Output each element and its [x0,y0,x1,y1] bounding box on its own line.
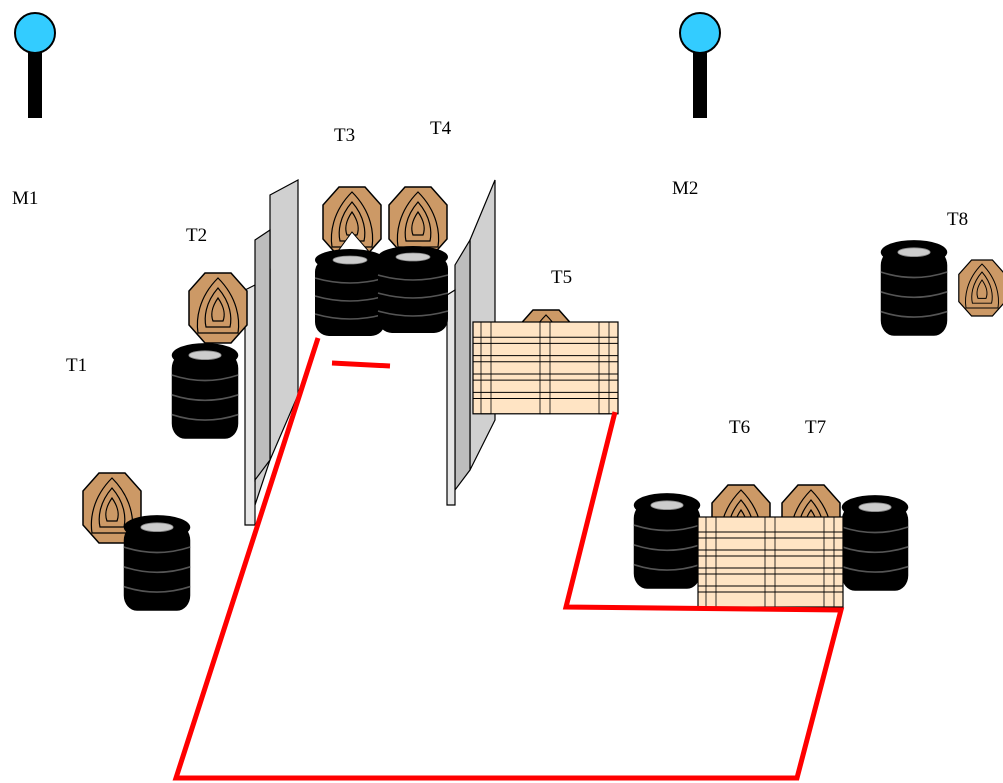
tires-t1-icon [170,342,240,440]
fault-line [172,337,845,781]
label-m1: M1 [12,188,38,209]
label-t8: T8 [947,209,968,230]
pallet-t5-icon [472,321,619,415]
label-t7: T7 [805,417,826,438]
tires-t6-icon [632,492,702,590]
tires-t3-icon [314,248,386,337]
tires-t8-icon [879,239,949,337]
label-t4: T4 [430,118,452,139]
label-m2: M2 [672,178,698,199]
target-t2-icon [188,272,248,344]
label-t5: T5 [551,267,572,288]
pallet-t6-t7-icon [697,516,844,608]
marker-m2-icon [679,12,721,119]
tires-t7-icon [840,494,910,592]
label-t6: T6 [729,417,750,438]
tires-t4-icon [377,245,449,334]
label-t1: T1 [66,355,87,376]
tires-t1b-icon [122,514,192,612]
wall-left-icon [244,178,299,526]
label-t2: T2 [186,225,207,246]
fault-line-short [331,360,391,369]
marker-m1-icon [14,12,56,119]
target-t8-icon [958,259,1003,317]
label-t3: T3 [334,125,355,146]
